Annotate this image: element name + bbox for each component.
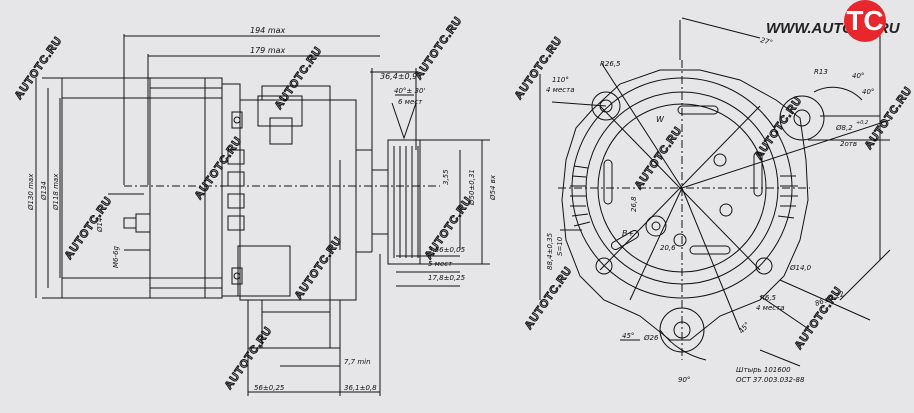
dim-angle-40b: 40° bbox=[862, 88, 874, 96]
watermark: AUTOTC.RU bbox=[413, 15, 465, 82]
note-ost: ОСТ 37.003.032-88 bbox=[736, 376, 805, 384]
dim-angle-45b: 45° bbox=[737, 321, 751, 336]
dim-tol-82: +0,2 bbox=[856, 120, 868, 126]
dim-dia-134: Ø134 bbox=[40, 181, 48, 201]
dim-angle-27: 27° bbox=[759, 36, 773, 47]
watermark: AUTOTC.RU bbox=[223, 325, 275, 392]
dim-dia-54: Ø54 вх bbox=[489, 174, 497, 201]
dim-thread-m6: M6-6g bbox=[112, 246, 120, 268]
logo-mark-icon: TC bbox=[844, 0, 886, 42]
dim-dia-130: Ø130 max bbox=[27, 173, 35, 211]
dim-grooves-5: 5 мест bbox=[428, 260, 453, 268]
dim-angle-40a: 40° bbox=[852, 72, 864, 80]
dim-places-4a: 4 места bbox=[546, 86, 574, 94]
dim-r65: R6,5 bbox=[760, 294, 777, 302]
dim-len-36: 36,4±0,9 bbox=[380, 72, 417, 81]
site-logo[interactable]: WWW.AUTOTC.RU TC bbox=[760, 0, 914, 44]
dim-val-268: 26,8 bbox=[630, 196, 638, 212]
front-view: 110° 4 места R26,5 R13 40° 40° Ø8,2 +0,2… bbox=[539, 17, 891, 384]
dim-pitch-356: 3,56±0,05 bbox=[428, 246, 466, 254]
watermark: AUTOTC.RU bbox=[193, 135, 245, 202]
dim-len-361: 36,1±0,8 bbox=[344, 384, 377, 392]
note-stud: Штырь 101600 bbox=[736, 366, 791, 374]
dim-r265: R26,5 bbox=[600, 60, 621, 68]
side-view: 194 max 179 max 36,4±0,9 40°± 30' 6 мест… bbox=[27, 26, 497, 396]
label-w: W bbox=[656, 115, 665, 124]
dim-places-4b: 4 места bbox=[756, 304, 784, 312]
dim-dia-14: Ø14 bbox=[96, 218, 104, 233]
dim-gap-77: 7,7 min bbox=[344, 358, 371, 366]
dim-dia-50: Ø50±0,31 bbox=[468, 169, 476, 206]
watermark: AUTOTC.RU bbox=[63, 195, 115, 262]
dim-len-194: 194 max bbox=[250, 26, 286, 35]
watermark: AUTOTC.RU bbox=[753, 95, 805, 162]
dim-val-88: 88,4±0,35 bbox=[546, 232, 554, 270]
dim-len-179: 179 max bbox=[250, 46, 286, 55]
dim-grooves-6: 6 мест bbox=[398, 98, 423, 106]
watermark: AUTOTC.RU bbox=[523, 265, 575, 332]
dim-dia-26: Ø26 bbox=[643, 334, 659, 342]
dim-holes-2: 2отв bbox=[840, 140, 857, 148]
watermark: AUTOTC.RU bbox=[633, 125, 685, 192]
dim-angle-45a: 45° bbox=[622, 332, 634, 340]
dim-dia-140: Ø14,0 bbox=[789, 264, 812, 272]
watermark: AUTOTC.RU bbox=[13, 35, 65, 102]
dim-angle-90: 90° bbox=[678, 376, 690, 384]
dim-dia-355: 3,55 bbox=[442, 169, 450, 185]
dim-r13: R13 bbox=[814, 68, 828, 76]
dim-dia-82: Ø8,2 bbox=[835, 124, 853, 132]
watermark: AUTOTC.RU bbox=[293, 235, 345, 302]
dim-val-206: 20,6 bbox=[660, 244, 676, 252]
dim-len-178: 17,8±0,25 bbox=[428, 274, 466, 282]
dim-s10: S=10 bbox=[556, 236, 564, 256]
dim-angle-110: 110° bbox=[552, 76, 569, 84]
dim-dia-118: Ø118 max bbox=[52, 173, 60, 211]
dim-angle-40: 40°± 30' bbox=[394, 87, 425, 95]
label-b-plus: B+ bbox=[622, 229, 634, 238]
dim-len-56: 56±0,25 bbox=[254, 384, 285, 392]
